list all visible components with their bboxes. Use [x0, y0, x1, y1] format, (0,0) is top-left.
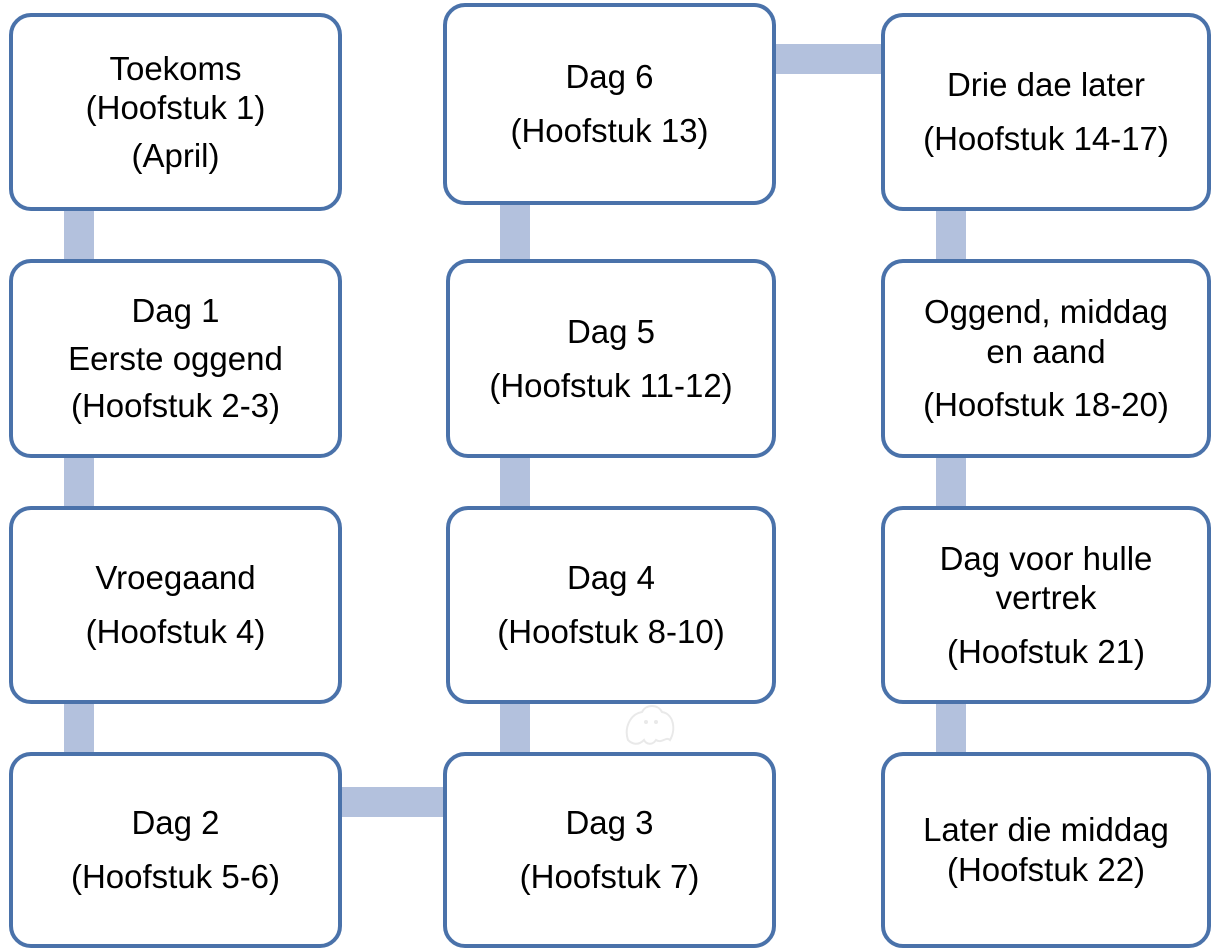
node-dag-1-line-2: Eerste oggend [68, 339, 283, 377]
node-dag-3-line-1: Dag 3 [565, 804, 654, 842]
node-dag-1-line-3: (Hoofstuk 2-3) [70, 387, 281, 425]
node-dag-1-line-1: Dag 1 [131, 292, 220, 330]
node-later-line-1: Later die middag [923, 811, 1169, 849]
connector-dag5-dag6 [500, 202, 530, 266]
node-dag-2-line-1: Dag 2 [131, 804, 220, 842]
node-dag-3: Dag 3 (Hoofstuk 7) [443, 752, 776, 948]
connector-toekoms-dag1 [64, 205, 94, 265]
node-toekoms-line-1: Toekoms [109, 49, 242, 87]
node-dag-6-line-1: Dag 6 [565, 58, 654, 96]
node-dag-4: Dag 4 (Hoofstuk 8-10) [446, 506, 776, 704]
connector-dag1-vroegaand [64, 452, 94, 512]
node-later-line-2: (Hoofstuk 22) [946, 851, 1146, 888]
node-dag-voor-vertrek: Dag voor hulle vertrek (Hoofstuk 21) [881, 506, 1211, 704]
ghost-watermark-icon [625, 705, 675, 745]
node-dag-5-line-1: Dag 5 [566, 312, 656, 350]
node-dag-1: Dag 1 Eerste oggend (Hoofstuk 2-3) [9, 259, 342, 458]
node-drie-dae-later: Drie dae later (Hoofstuk 14-17) [881, 13, 1211, 211]
node-toekoms: Toekoms (Hoofstuk 1) (April) [9, 13, 342, 211]
connector-driedae-oggend [936, 205, 966, 265]
connector-dag2-dag3 [340, 787, 450, 817]
node-dag-4-line-2: (Hoofstuk 8-10) [497, 613, 725, 650]
node-drie-dae-later-line-2: (Hoofstuk 14-17) [923, 120, 1169, 157]
node-oggend-middag-aand: Oggend, middag en aand (Hoofstuk 18-20) [881, 259, 1211, 458]
node-dag-voor-line-3: (Hoofstuk 21) [946, 632, 1146, 670]
node-toekoms-line-3: (April) [131, 136, 220, 174]
connector-dagvoor-later [936, 698, 966, 758]
connector-oggend-dagvoor [936, 452, 966, 512]
node-dag-voor-line-1: Dag voor hulle [939, 539, 1153, 577]
node-dag-6-line-2: (Hoofstuk 13) [510, 112, 709, 149]
node-oggend-line-3: (Hoofstuk 18-20) [923, 386, 1169, 424]
connector-dag3-dag4 [500, 698, 530, 758]
node-dag-5: Dag 5 (Hoofstuk 11-12) [446, 259, 776, 458]
node-dag-5-line-2: (Hoofstuk 11-12) [489, 366, 733, 404]
connector-dag6-driedae [772, 44, 888, 74]
node-dag-2-line-2: (Hoofstuk 5-6) [70, 858, 281, 895]
node-later-die-middag: Later die middag (Hoofstuk 22) [881, 752, 1211, 948]
node-dag-2: Dag 2 (Hoofstuk 5-6) [9, 752, 342, 948]
node-dag-6: Dag 6 (Hoofstuk 13) [443, 3, 776, 205]
node-oggend-line-1: Oggend, middag [923, 293, 1168, 331]
connector-vroegaand-dag2 [64, 698, 94, 758]
node-oggend-line-2: en aand [986, 332, 1106, 370]
node-dag-3-line-2: (Hoofstuk 7) [519, 858, 700, 895]
node-drie-dae-later-line-1: Drie dae later [946, 66, 1146, 104]
node-vroegaand: Vroegaand (Hoofstuk 4) [9, 506, 342, 704]
node-vroegaand-line-2: (Hoofstuk 4) [85, 613, 266, 650]
node-toekoms-line-2: (Hoofstuk 1) [85, 89, 266, 127]
connector-dag4-dag5 [500, 452, 530, 512]
node-vroegaand-line-1: Vroegaand [95, 559, 256, 597]
node-dag-voor-line-2: vertrek [995, 579, 1097, 617]
node-dag-4-line-1: Dag 4 [566, 559, 656, 597]
